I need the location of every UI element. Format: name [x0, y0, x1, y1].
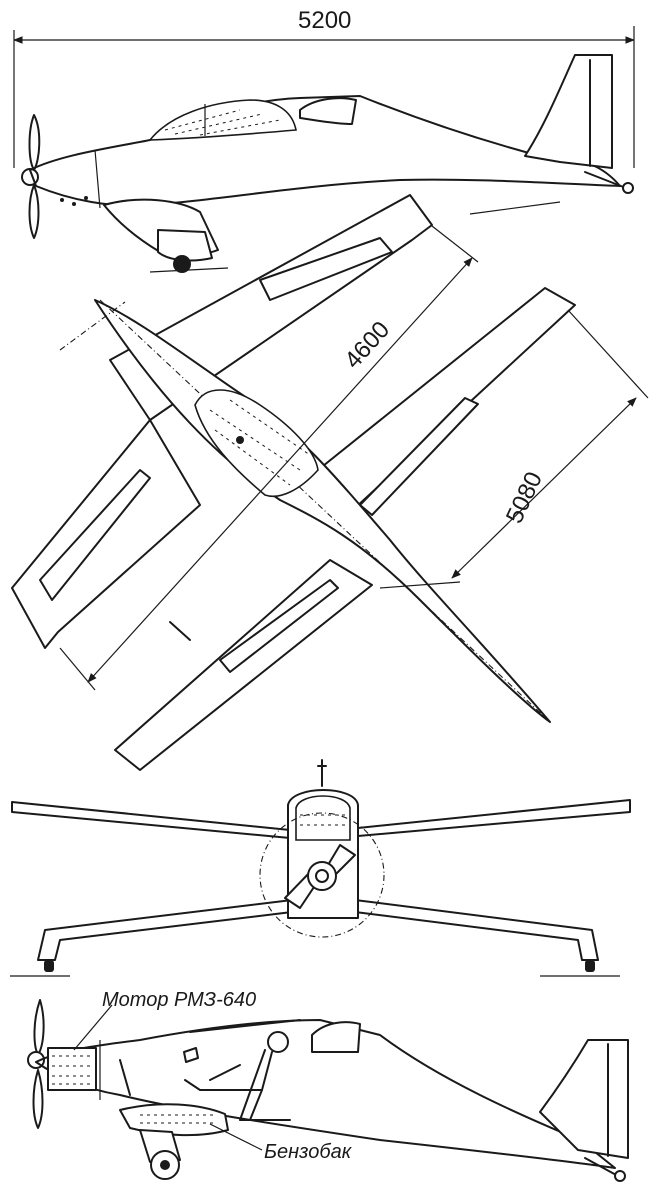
prop-disc [259, 812, 385, 938]
section-fin [539, 1039, 629, 1159]
section-view: Мотор РМЗ-640 Бензобак [27, 989, 629, 1182]
top-view: 4600 5080 [11, 194, 649, 771]
side-view: 5200 [13, 7, 635, 273]
span-dimension-label: 4600 [339, 316, 395, 374]
length-dimension-label: 5200 [298, 7, 351, 34]
fuel-tank-callout: Бензобак [209, 1123, 353, 1163]
side-fin [524, 54, 613, 169]
length-dimension: 5200 [13, 7, 635, 168]
front-wing-lower [37, 899, 293, 961]
top-canopy [194, 389, 319, 497]
side-canopy [148, 99, 297, 141]
span-dimension-2-label: 5080 [501, 468, 548, 528]
propeller [21, 114, 41, 239]
engine-callout: Мотор РМЗ-640 [73, 989, 256, 1051]
fuel-tank [119, 1103, 229, 1137]
front-view [10, 759, 631, 977]
engine-block [47, 1047, 97, 1091]
pilot-figure [184, 1031, 291, 1121]
fuel-tank-callout-label: Бензобак [264, 1141, 353, 1163]
front-wing-upper [11, 801, 291, 839]
engine-callout-label: Мотор РМЗ-640 [102, 989, 256, 1011]
